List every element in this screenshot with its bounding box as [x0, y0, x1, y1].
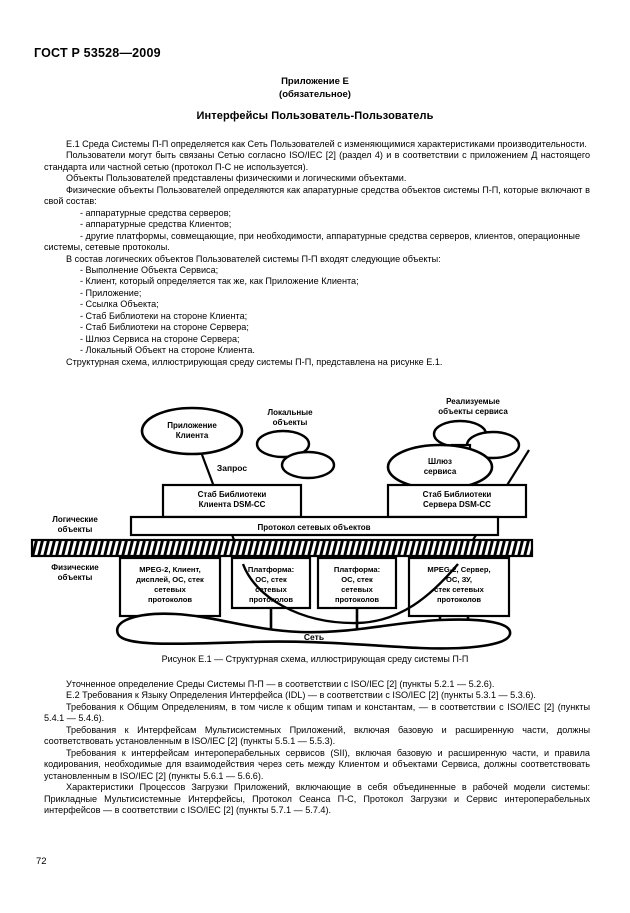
request-label: Запрос	[217, 463, 247, 473]
network-objects-protocol-bar	[129, 515, 500, 537]
client-application-label-line2: Клиента	[176, 431, 209, 440]
standard-code-header: ГОСТ Р 53528—2009	[34, 46, 161, 60]
annex-subtitle: (обязательное)	[279, 88, 351, 100]
connector-client-to-network	[241, 563, 358, 625]
logical-objects-label-line1: Логические	[52, 515, 98, 524]
list-item: - Шлюз Сервиса на стороне Сервера;	[80, 333, 240, 344]
physical-box-line: ОС, стек	[341, 575, 373, 584]
physical-objects-label-line2: объекты	[58, 573, 93, 582]
paragraph: Уточненное определение Среды Системы П-П…	[66, 679, 495, 689]
server-stub-box	[386, 483, 528, 519]
list-item: - Стаб Библиотеки на стороне Клиента;	[80, 310, 248, 321]
paragraph: Е.1 Среда Системы П-П определяется как С…	[66, 139, 587, 149]
physical-box	[407, 556, 511, 618]
physical-box-line: стек сетевых	[434, 585, 485, 594]
physical-box-line: сетевых	[341, 585, 373, 594]
local-objects-label-line1: Локальные	[267, 408, 313, 417]
server-stub-label-line2: Сервера DSM-CC	[423, 500, 491, 509]
figure-caption: Рисунок Е.1 — Структурная схема, иллюстр…	[161, 654, 469, 664]
body-text-top: Е.1 Среда Системы П-П определяется как С…	[44, 139, 590, 368]
service-gateway-label-line2: сервиса	[424, 467, 457, 476]
network-objects-protocol-label: Протокол сетевых объектов	[257, 523, 370, 532]
paragraph: В состав логических объектов Пользовател…	[66, 253, 441, 264]
list-item: - Стаб Библиотеки на стороне Сервера;	[80, 322, 249, 333]
list-item: - Клиент, который определяется так же, к…	[80, 276, 359, 287]
physical-box-line: протоколов	[148, 595, 192, 604]
physical-box-line: дисплей, ОС, стек	[136, 575, 204, 584]
list-item: - Выполнение Объекта Сервиса;	[80, 264, 219, 275]
structural-diagram: Приложение Клиента Локальные объекты Реа…	[0, 392, 630, 650]
network-cloud	[115, 612, 512, 650]
physical-box-line: MPEG-2, Сервер,	[427, 565, 490, 574]
physical-objects-label-line1: Физические	[51, 563, 99, 572]
physical-box-line: протоколов	[335, 595, 379, 604]
paragraph: Физические объекты Пользователей определ…	[44, 184, 590, 207]
client-stub-label-line1: Стаб Библиотеки	[198, 490, 267, 499]
client-application-label-line1: Приложение	[167, 421, 217, 430]
physical-box-line: сетевых	[154, 585, 186, 594]
server-stub-label-line1: Стаб Библиотеки	[423, 490, 492, 499]
annex-title: Приложение Е	[281, 76, 349, 87]
page-number: 72	[36, 856, 47, 867]
connector-network-to-server	[356, 563, 459, 625]
local-objects-label-line2: объекты	[273, 418, 308, 427]
physical-box-line: ОС, стек	[255, 575, 287, 584]
physical-box	[118, 556, 222, 618]
list-item: - Ссылка Объекта;	[80, 299, 159, 310]
paragraph: Объекты Пользователей представлены физич…	[66, 173, 407, 184]
paragraph: Требования к интерфейсам интероперабельн…	[44, 747, 590, 781]
client-application-ellipse	[140, 406, 244, 456]
list-item: - другие платформы, совмещающие, при нео…	[44, 230, 581, 253]
logical-objects-label-line2: объекты	[58, 525, 93, 534]
body-text-bottom: Уточненное определение Среды Системы П-П…	[44, 679, 590, 816]
list-item: - аппаратурные средства Клиентов;	[80, 219, 232, 230]
paragraph: Пользователи могут быть связаны Сетью со…	[44, 150, 590, 172]
paragraph: Структурная схема, иллюстрирующая среду …	[66, 356, 443, 367]
local-object-ellipse-1	[255, 429, 311, 459]
list-item: - Приложение;	[80, 287, 142, 298]
page-title: Интерфейсы Пользователь-Пользователь	[196, 110, 434, 122]
physical-box-line: Платформа:	[334, 565, 380, 574]
local-object-ellipse-2	[280, 450, 336, 480]
client-stub-label-line2: Клиента DSM-CC	[199, 500, 266, 509]
physical-box-line: протоколов	[437, 595, 481, 604]
service-gateway-label-line1: Шлюз	[428, 457, 452, 466]
physical-box-line: Платформа:	[248, 565, 294, 574]
annex-heading: Приложение Е (обязательное)	[0, 76, 630, 101]
paragraph: Е.2 Требования к Языку Определения Интер…	[66, 690, 536, 701]
physical-box-line: MPEG-2, Клиент,	[139, 565, 201, 574]
service-objects-label-line1: Реализуемые	[446, 397, 500, 406]
physical-box-line: сетевых	[255, 585, 287, 594]
physical-box-line: ОС, ЗУ,	[446, 575, 472, 584]
paragraph: Характеристики Процессов Загрузки Прилож…	[44, 782, 590, 815]
network-label: Сеть	[304, 632, 324, 642]
service-objects-label-line2: объекты сервиса	[438, 407, 508, 416]
paragraph: Требования к Интерфейсам Мультисистемных…	[44, 724, 590, 747]
paragraph: Требования к Общим Определениям, в том ч…	[44, 701, 590, 724]
list-item: - Локальный Объект на стороне Клиента.	[80, 345, 255, 356]
list-item: - аппаратурные средства серверов;	[80, 207, 232, 218]
hatched-separator-band	[30, 538, 534, 558]
